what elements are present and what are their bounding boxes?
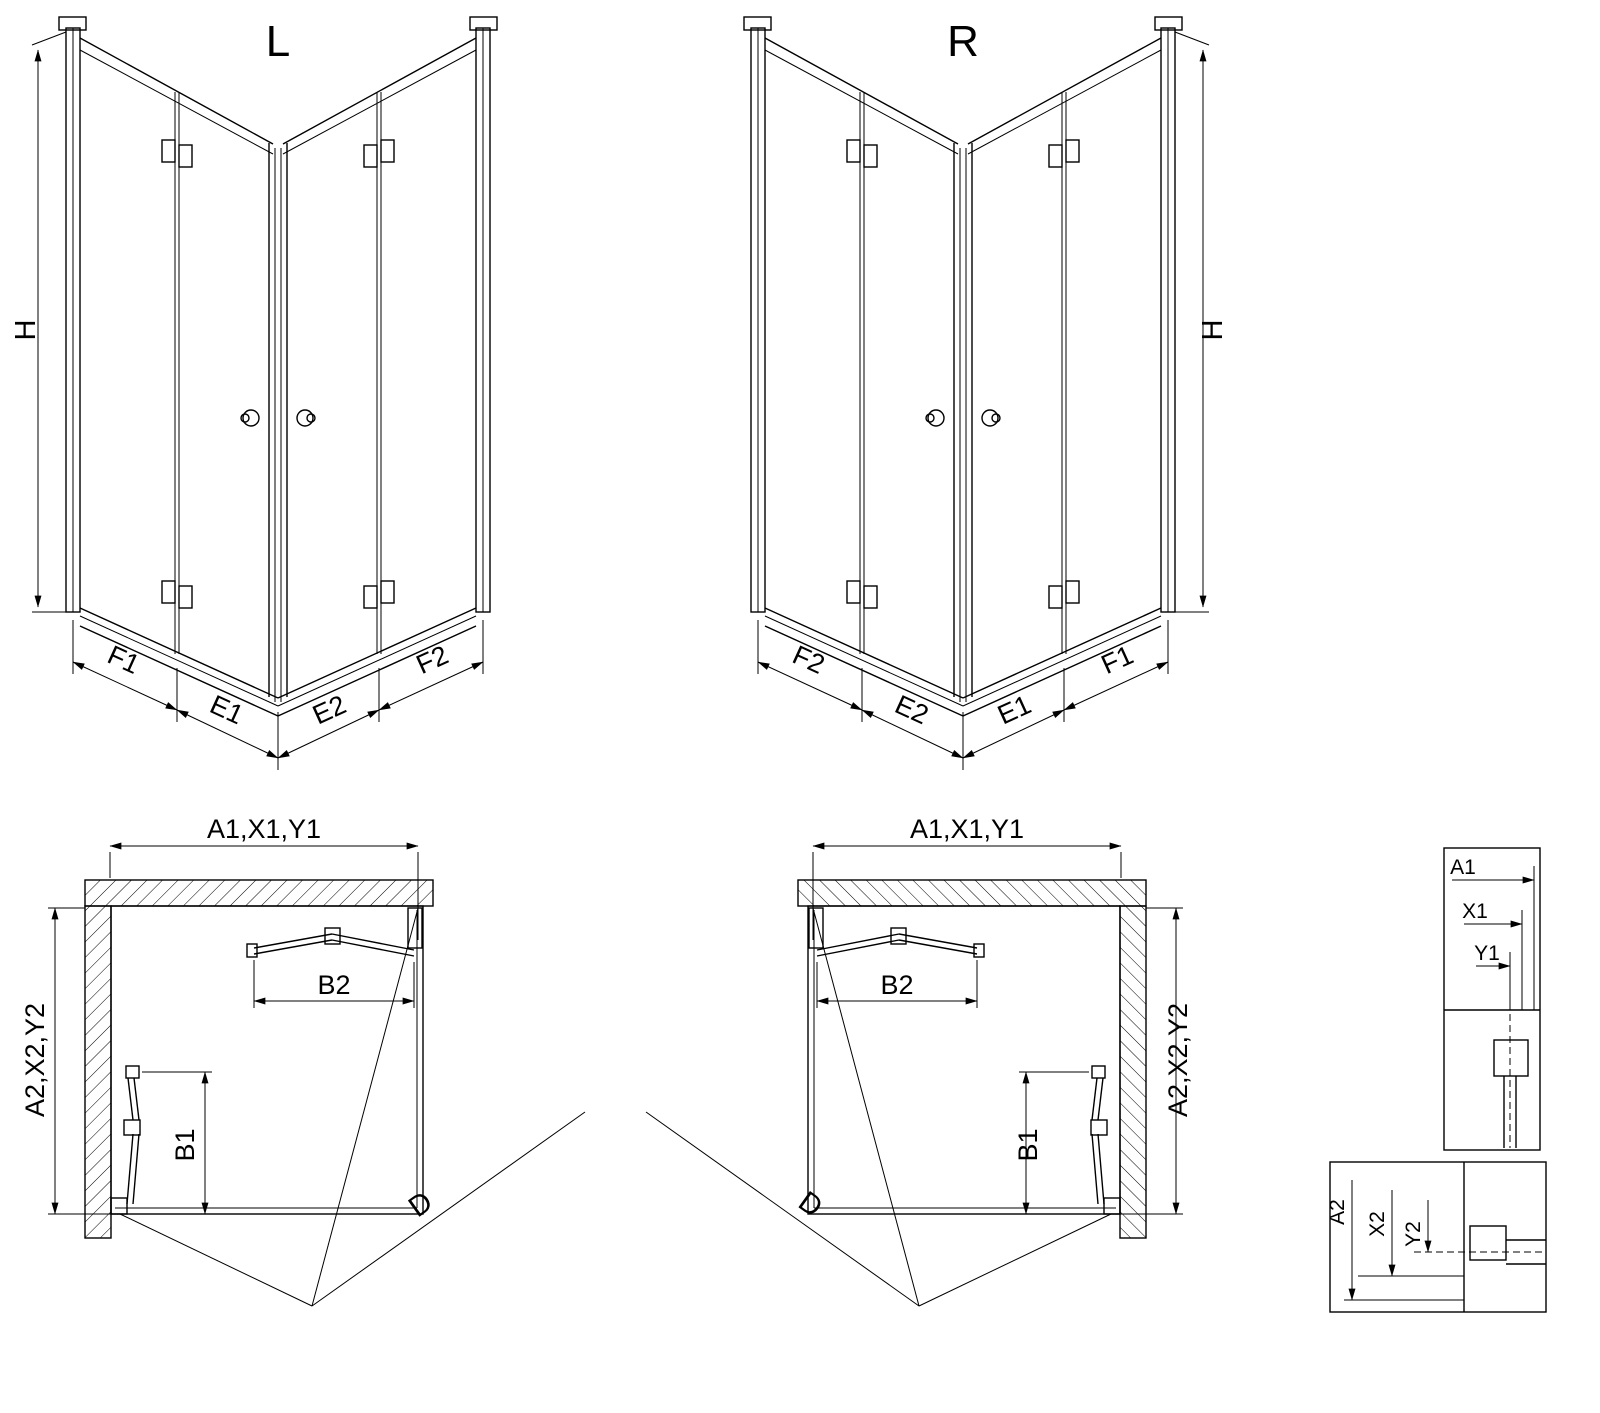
dim-label-f1-left: F1 [103, 640, 144, 680]
dim-label-f1-right: F1 [1097, 640, 1138, 680]
dim-label-e2-right: E2 [890, 689, 932, 730]
dim-label-e2-left: E2 [308, 689, 350, 730]
detail-dim-y2: Y2 [1402, 1221, 1425, 1247]
dim-label-f2-left: F2 [412, 640, 453, 680]
detail-dim-x1: X1 [1462, 900, 1488, 923]
dim-label-e1-right: E1 [993, 689, 1035, 730]
dim-label-d-right: D [792, 1186, 828, 1224]
detail-dim-a1: A1 [1450, 856, 1476, 879]
dim-label-h-left: H [10, 320, 42, 341]
perspective-view-right: R H F2 E2 E1 F1 [744, 17, 1229, 770]
detail-section-horizontal: A1 X1 Y1 [1443, 847, 1541, 1151]
detail-section-vertical: A2 X2 Y2 [1326, 1161, 1547, 1313]
dim-label-d-left: D [403, 1186, 439, 1224]
dim-label-h-right: H [1197, 320, 1229, 341]
dim-label-b2-right: B2 [880, 970, 913, 1000]
dim-label-a1x1y1-left: A1,X1,Y1 [207, 814, 321, 844]
perspective-view-left: L H F1 E1 E2 F2 [10, 17, 497, 770]
plan-view-right: A1,X1,Y1 A2,X2,Y2 B2 B1 D [646, 814, 1193, 1306]
view-right-title: R [947, 17, 979, 66]
detail-dim-y1: Y1 [1474, 942, 1500, 965]
dim-label-a1x1y1-right: A1,X1,Y1 [910, 814, 1024, 844]
dim-label-e1-left: E1 [205, 689, 247, 730]
plan-view-left: A1,X1,Y1 A2,X2,Y2 B2 B1 D [20, 814, 585, 1306]
dim-label-b2-left: B2 [317, 970, 350, 1000]
detail-dim-x2: X2 [1366, 1211, 1389, 1237]
dim-label-a2x2y2-right: A2,X2,Y2 [1163, 1003, 1193, 1117]
dim-label-a2x2y2-left: A2,X2,Y2 [20, 1003, 50, 1117]
dim-label-b1-right: B1 [1013, 1128, 1043, 1161]
dim-label-b1-left: B1 [170, 1128, 200, 1161]
view-left-title: L [266, 17, 290, 66]
dim-label-f2-right: F2 [788, 640, 829, 680]
detail-dim-a2: A2 [1326, 1199, 1349, 1225]
